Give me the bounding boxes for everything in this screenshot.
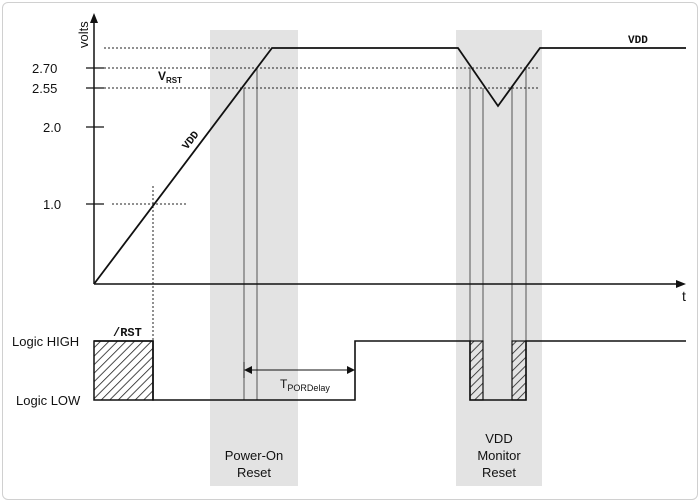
x-axis-label: t (682, 288, 686, 304)
tpor-label-sub: PORDelay (287, 383, 330, 393)
monitor-label-line1: VDD (485, 431, 512, 446)
logic-low-label: Logic LOW (16, 393, 81, 408)
monitor-label-line3: Reset (482, 465, 516, 480)
tpor-arrow-left-head (244, 366, 252, 374)
rst-waveform (94, 340, 686, 401)
vrst-label-sub: RST (166, 76, 182, 85)
power-on-label-line1: Power-On (225, 448, 284, 463)
tpor-arrow-right-head (347, 366, 355, 374)
tick-label-255: 2.55 (32, 81, 57, 96)
monitor-hatch-left (469, 340, 484, 401)
vdd-monitor-reset-region (456, 30, 542, 486)
power-on-reset-region (210, 30, 298, 486)
tick-label-270: 2.70 (32, 61, 57, 76)
x-axis-arrow (676, 280, 686, 288)
y-axis-arrow (90, 13, 98, 23)
power-on-label-line2: Reset (237, 465, 271, 480)
tpor-label-main: T (280, 377, 288, 391)
tick-label-10: 1.0 (43, 197, 61, 212)
vdd-waveform (93, 47, 686, 285)
tick-label-20: 2.0 (43, 120, 61, 135)
vrst-label: VRST (158, 69, 182, 85)
vrst-label-main: V (158, 69, 166, 83)
tpor-label: TPORDelay (280, 377, 330, 393)
monitor-hatch-right (511, 340, 527, 401)
rst-label: /RST (113, 326, 142, 340)
vdd-ramp-label: VDD (181, 129, 203, 152)
rst-hatched-region (93, 340, 154, 401)
y-axis-label: volts (76, 21, 91, 48)
monitor-label-line2: Monitor (477, 448, 521, 463)
logic-high-label: Logic HIGH (12, 334, 79, 349)
vdd-top-label: VDD (628, 35, 648, 47)
